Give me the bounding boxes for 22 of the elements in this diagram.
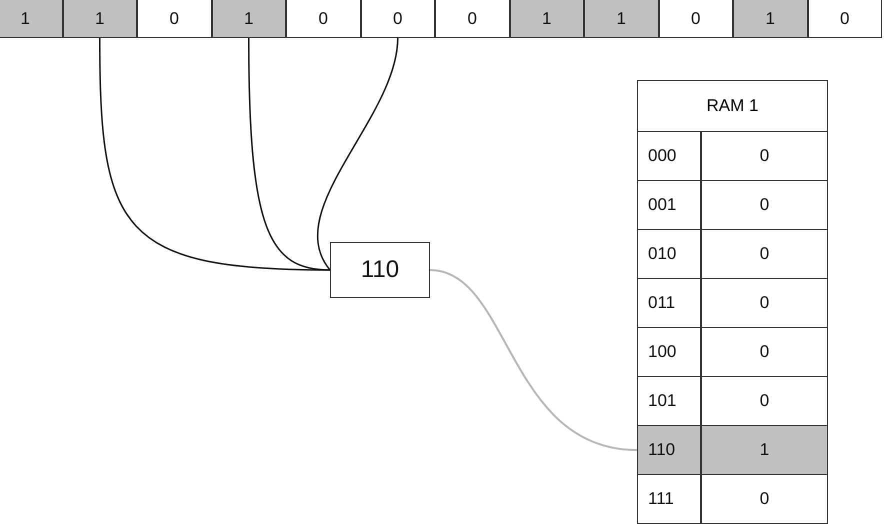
table-cell: 000 — [637, 131, 701, 181]
bit-cell: 0 — [137, 0, 212, 38]
bit-cell: 1 — [584, 0, 658, 38]
connector-line — [430, 269, 638, 451]
bit-cell: 1 — [733, 0, 808, 38]
bit-cell: 0 — [435, 0, 510, 38]
bit-cell: 0 — [360, 0, 435, 38]
value-box: 110 — [330, 242, 430, 298]
table-title: RAM 1 — [706, 95, 760, 117]
bit-cell: 1 — [62, 0, 137, 38]
table-cell: 0 — [701, 131, 828, 181]
bit-cell: 0 — [658, 0, 733, 38]
table-cell: 1 — [701, 425, 828, 475]
bit-cell: 0 — [286, 0, 360, 38]
bit-cell: 1 — [212, 0, 286, 38]
connector-line — [248, 38, 330, 271]
bit-cell: 1 — [510, 0, 584, 38]
table-cell: 110 — [637, 425, 701, 475]
memory-table — [637, 80, 828, 524]
bit-cell: 1 — [0, 0, 62, 38]
bit-cell: 0 — [808, 0, 882, 38]
connector-line — [317, 38, 398, 270]
